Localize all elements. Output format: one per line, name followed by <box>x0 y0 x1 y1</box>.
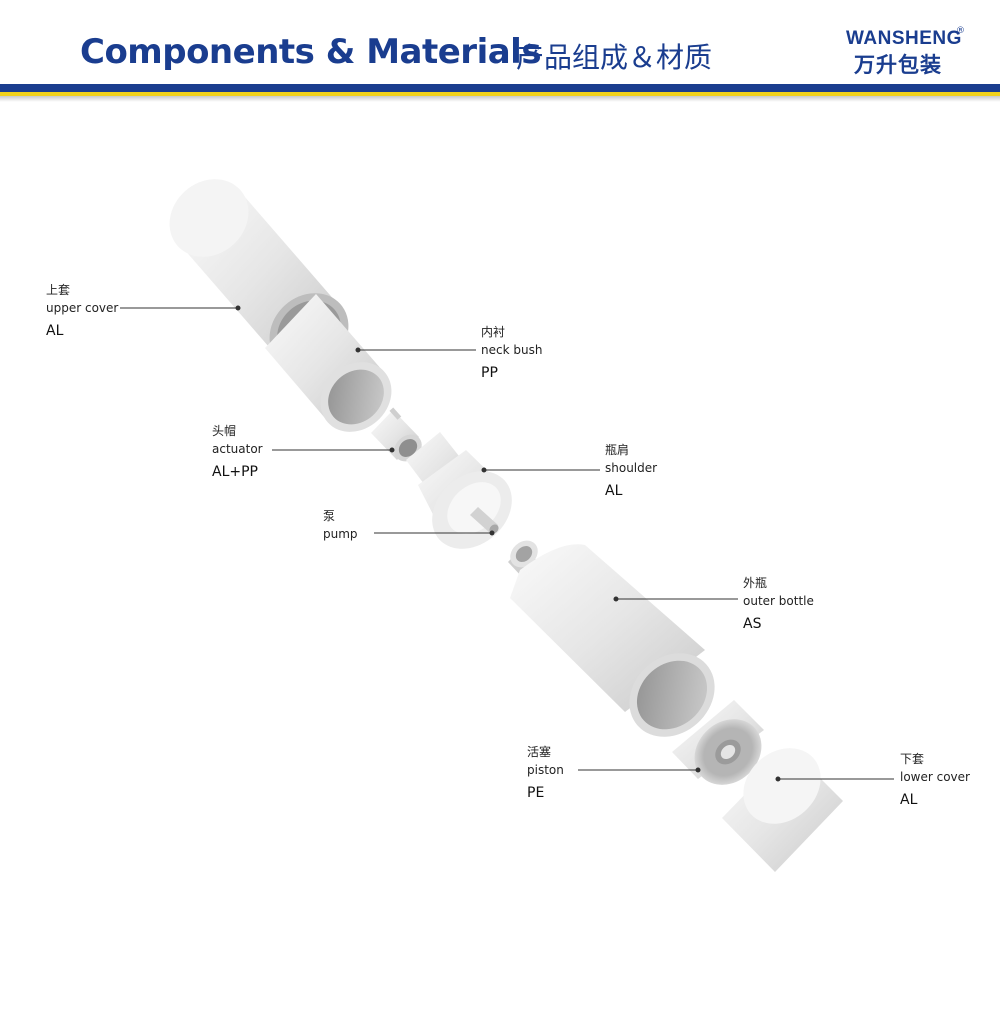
label-material: AL <box>605 483 623 499</box>
label-material: AL <box>46 323 64 339</box>
label-lower-cover: 下套 lower cover AL <box>900 750 970 810</box>
label-pump: 泵 pump <box>323 507 358 543</box>
label-material: AL <box>900 792 918 808</box>
label-neck-bush: 内衬 neck bush PP <box>481 323 542 383</box>
label-actuator: 头帽 actuator AL+PP <box>212 422 263 482</box>
label-material: AL+PP <box>212 464 258 480</box>
brand-logo: WANSHENG ® 万升包装 <box>846 26 966 78</box>
piston-part <box>672 700 764 785</box>
logo-text-en: WANSHENG <box>846 28 962 49</box>
actuator-part <box>371 407 422 462</box>
logo-text-cn: 万升包装 <box>854 53 942 77</box>
label-cn: 头帽 <box>212 424 237 438</box>
label-en: outer bottle <box>743 594 814 608</box>
shoulder-part <box>406 432 512 549</box>
label-en: neck bush <box>481 343 543 357</box>
header-band-blue <box>0 84 1000 92</box>
label-material: PP <box>481 365 498 381</box>
label-upper-cover: 上套 upper cover AL <box>46 281 118 341</box>
label-cn: 下套 <box>900 752 925 766</box>
label-outer-bottle: 外瓶 outer bottle AS <box>743 574 814 634</box>
label-en: actuator <box>212 442 263 456</box>
label-shoulder: 瓶肩 shoulder AL <box>605 441 657 501</box>
label-en: lower cover <box>900 770 970 784</box>
label-cn: 内衬 <box>481 325 506 339</box>
outer-bottle-part <box>508 540 715 737</box>
label-cn: 上套 <box>46 283 71 297</box>
label-material: AS <box>743 616 762 632</box>
neck-bush-part <box>265 294 392 432</box>
label-cn: 泵 <box>323 509 336 523</box>
registered-mark: ® <box>956 26 965 36</box>
label-en: piston <box>527 763 564 777</box>
header-band-shadow <box>0 96 1000 102</box>
label-cn: 瓶肩 <box>605 443 630 457</box>
label-en: pump <box>323 527 358 541</box>
label-en: shoulder <box>605 461 658 475</box>
label-cn: 外瓶 <box>743 576 768 590</box>
label-cn: 活塞 <box>527 745 552 759</box>
label-piston: 活塞 piston PE <box>527 743 564 803</box>
header: Components & Materials 产品组成＆材质 WANSHENG … <box>0 0 1000 110</box>
page-title: Components & Materials <box>80 32 542 72</box>
page-title-cn: 产品组成＆材质 <box>516 41 713 74</box>
label-material: PE <box>527 785 545 801</box>
label-en: upper cover <box>46 301 119 315</box>
leader-lines <box>120 305 894 782</box>
header-band-yellow <box>0 92 1000 96</box>
